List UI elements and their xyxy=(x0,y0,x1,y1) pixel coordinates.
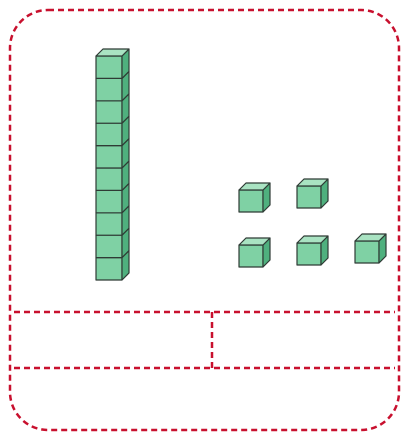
cube-front-face xyxy=(96,101,122,123)
cube-front-face xyxy=(297,243,321,265)
cube-front-face xyxy=(96,235,122,257)
ones-unit-cube xyxy=(239,238,270,267)
cube-front-face xyxy=(96,146,122,168)
cube-front-face xyxy=(96,258,122,280)
tens-rod xyxy=(96,49,129,280)
cube-front-face xyxy=(355,241,379,263)
cube-front-face xyxy=(96,123,122,145)
ones-unit-cube xyxy=(239,183,270,212)
cube-front-face xyxy=(239,190,263,212)
cube-front-face xyxy=(96,78,122,100)
cube-front-face xyxy=(96,56,122,78)
cube-front-face xyxy=(239,245,263,267)
ones-unit-cube xyxy=(297,179,328,208)
ones-unit-cube xyxy=(297,236,328,265)
rod-unit-cube xyxy=(96,49,129,78)
cube-front-face xyxy=(96,213,122,235)
cube-front-face xyxy=(96,190,122,212)
ones-cubes xyxy=(239,179,386,267)
cube-front-face xyxy=(96,168,122,190)
cube-front-face xyxy=(297,186,321,208)
ones-unit-cube xyxy=(355,234,386,263)
